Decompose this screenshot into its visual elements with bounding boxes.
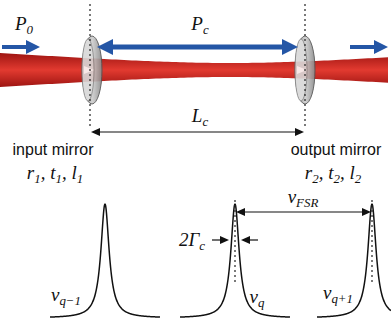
part-name: output mirror xyxy=(291,141,382,159)
power-arrows xyxy=(2,39,388,55)
frequency-label: νq+1 xyxy=(323,283,353,304)
part-name: input mirror xyxy=(13,141,94,159)
mirror-plane xyxy=(89,4,90,126)
resonance-peak xyxy=(50,204,160,317)
resonance-line xyxy=(371,200,372,284)
laser-beam xyxy=(0,53,388,87)
mirror-parameters: r1, t1, l1 xyxy=(27,163,83,184)
power-label: P0 xyxy=(15,14,33,35)
power-label: Pc xyxy=(191,14,208,35)
linewidth-arrows xyxy=(212,236,258,244)
length-arrow xyxy=(91,128,304,136)
linewidth-label: 2Γc xyxy=(179,230,205,251)
frequency-label: νq xyxy=(250,287,265,308)
resonance-line xyxy=(234,200,235,284)
mirror-parameters: r2, t2, l2 xyxy=(305,163,361,184)
frequency-label: νq−1 xyxy=(51,285,81,306)
frequency-label: νFSR xyxy=(288,187,319,208)
dimension-label: Lc xyxy=(192,106,208,127)
resonance-peak xyxy=(317,204,391,317)
mirror-plane xyxy=(304,4,305,126)
